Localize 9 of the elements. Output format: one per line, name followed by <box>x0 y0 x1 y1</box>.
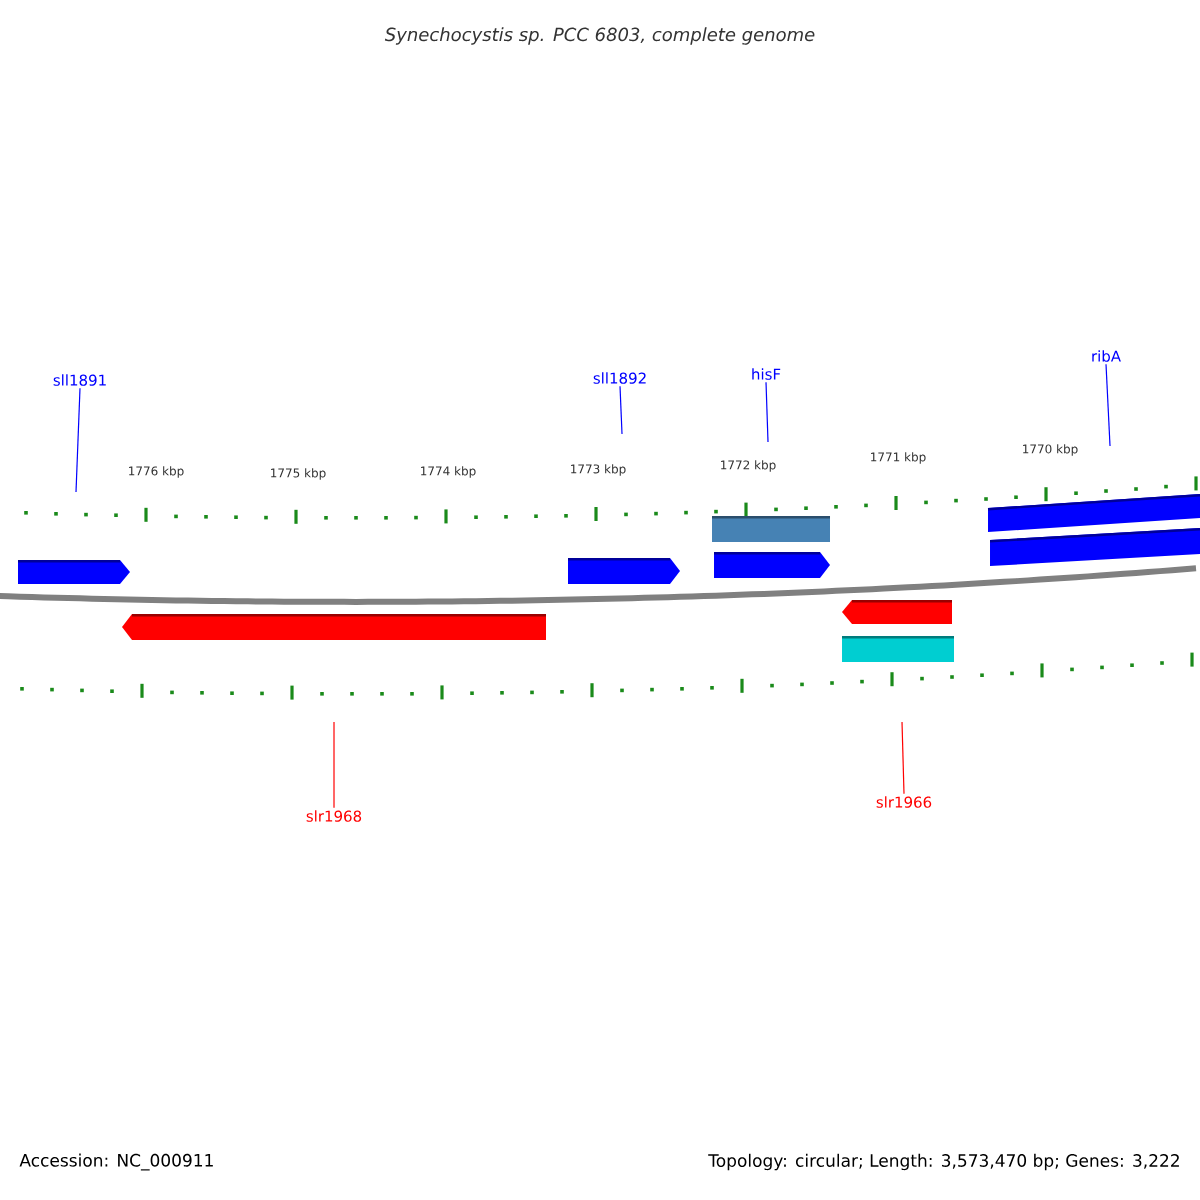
leader-line <box>333 721 335 809</box>
genome-info-text: Topology: circular; Length: 3,573,470 bp; Genes: 3,222 <box>708 1153 1179 1171</box>
leader-line <box>901 721 905 795</box>
leader-line <box>75 387 81 493</box>
leader-line <box>765 381 769 443</box>
leader-line <box>619 385 623 435</box>
leader-line <box>1105 363 1111 447</box>
title: Synechocystis sp. PCC 6803, complete genome <box>384 27 815 45</box>
accession-text: Accession: NC_000911 <box>19 1153 213 1171</box>
